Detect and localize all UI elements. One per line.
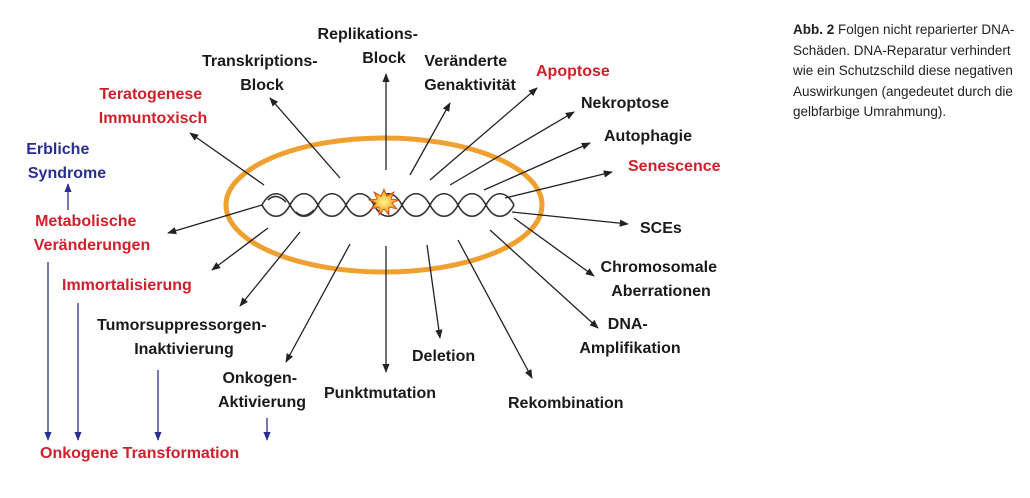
label-transkription: Transkriptions- Block (202, 53, 322, 94)
arrow-transkription (269, 97, 341, 179)
label-autophagie: Autophagie (604, 128, 692, 145)
label-genaktivitaet: Veränderte Genaktivität (424, 53, 516, 94)
arrow-nekroptose (449, 111, 575, 186)
label-teratogenese: Teratogenese Immuntoxisch (99, 86, 207, 127)
label-onkogene-transformation: Onkogene Transformation (40, 445, 239, 462)
label-erbliche-syndrome: Erbliche Syndrome (26, 141, 106, 182)
label-immortalisierung: Immortalisierung (62, 277, 192, 294)
dna-damage-burst-icon (367, 187, 401, 217)
arrow-autophagie (483, 142, 591, 191)
label-nekroptose: Nekroptose (581, 95, 669, 112)
arrow-immortalisierung (211, 227, 269, 271)
arrow-sces (511, 211, 629, 227)
label-chromosomale: Chromosomale Aberrationen (601, 259, 722, 300)
arrow-dna-amplifikation (489, 229, 599, 329)
label-metabolische: Metabolische Veränderungen (34, 213, 150, 254)
caption-text: Folgen nicht reparierter DNA-Schäden. DN… (793, 22, 1015, 119)
arrow-rekombination (457, 239, 533, 379)
arrow-apoptose (429, 87, 538, 181)
arrow-onkogen (285, 243, 351, 363)
arrow-teratogenese (189, 132, 265, 186)
caption-label: Abb. 2 (793, 22, 835, 37)
arrow-chromosomale (513, 217, 595, 277)
label-punktmutation: Punktmutation (324, 385, 436, 402)
label-sces: SCEs (640, 220, 682, 237)
dna-damage-diagram: Replikations- Block Transkriptions- Bloc… (26, 26, 722, 462)
dna-helix (261, 192, 515, 218)
arrow-genaktivitaet (409, 102, 451, 176)
label-onkogen: Onkogen- Aktivierung (218, 370, 306, 411)
arrow-deletion (426, 244, 443, 339)
label-rekombination: Rekombination (508, 395, 624, 412)
label-dna-amplifikation: DNA- Amplifikation (579, 316, 680, 357)
arrow-tumorsuppressor (239, 231, 301, 307)
label-tumorsuppressor: Tumorsuppressorgen- Inaktivierung (97, 317, 271, 358)
label-apoptose: Apoptose (536, 63, 610, 80)
repair-shield-ellipse (223, 135, 545, 275)
label-deletion: Deletion (412, 348, 475, 365)
figure-caption: Abb. 2 Folgen nicht reparierter DNA-Schä… (793, 20, 1023, 123)
label-senescence: Senescence (628, 158, 721, 175)
label-replikation: Replikations- Block (318, 26, 423, 67)
arrow-metabolische (167, 204, 263, 235)
arrow-senescence (504, 170, 613, 199)
